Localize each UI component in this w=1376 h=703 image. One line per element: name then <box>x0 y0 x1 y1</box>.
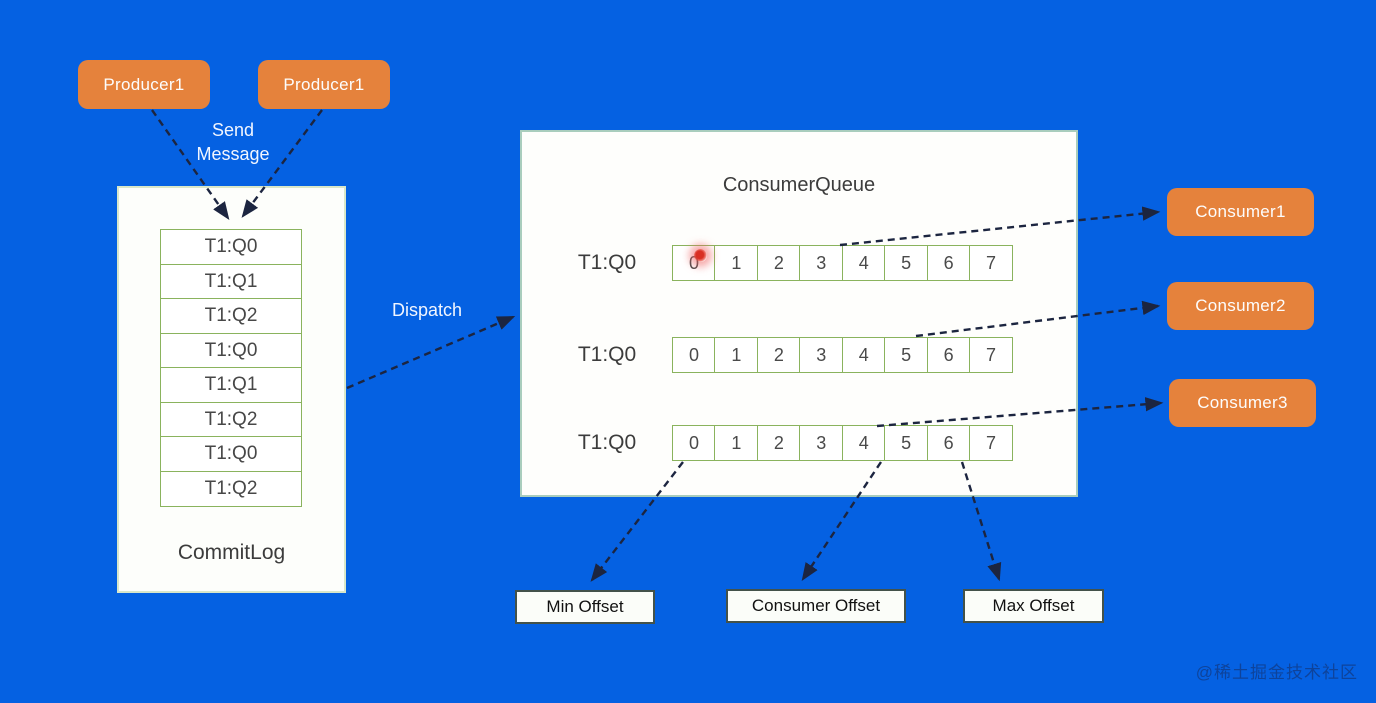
watermark: @稀土掘金技术社区 <box>1195 663 1358 682</box>
queue-cell: 0 <box>672 425 716 461</box>
send-message-line1: Send <box>211 120 255 140</box>
queue-cell: 7 <box>969 245 1013 281</box>
commitlog-entry: T1:Q1 <box>160 263 302 300</box>
queue-row-2: T1:Q0 0 1 2 3 4 5 6 7 <box>522 337 1076 373</box>
queue-cell: 1 <box>714 425 759 461</box>
commitlog-entry: T1:Q2 <box>160 298 302 334</box>
commitlog-entry: T1:Q1 <box>160 367 302 403</box>
queue-cell: 7 <box>969 337 1013 373</box>
consumer3-node: Consumer3 <box>1169 379 1316 427</box>
queue-row-1: T1:Q0 0 1 2 3 4 5 6 7 <box>522 245 1076 281</box>
consumer-queue-container: ConsumerQueue T1:Q0 0 1 2 3 4 5 6 7 T1:Q… <box>520 130 1078 497</box>
consumer2-node: Consumer2 <box>1167 282 1314 330</box>
queue-row-3: T1:Q0 0 1 2 3 4 5 6 7 <box>522 425 1076 461</box>
producer1-node: Producer1 <box>78 60 210 109</box>
queue-cell: 2 <box>756 245 801 281</box>
queue-cell: 1 <box>714 245 759 281</box>
queue-cell: 6 <box>926 245 971 281</box>
queue-cell: 2 <box>756 425 801 461</box>
commitlog-entry: T1:Q0 <box>160 332 302 369</box>
queue-cell: 1 <box>714 337 759 373</box>
queue-cells: 0 1 2 3 4 5 6 7 <box>672 425 1013 461</box>
queue-cell: 4 <box>841 337 886 373</box>
producer1b-node: Producer1 <box>258 60 390 109</box>
queue-cell: 3 <box>799 425 844 461</box>
commitlog-container: T1:Q0 T1:Q1 T1:Q2 T1:Q0 T1:Q1 T1:Q2 T1:Q… <box>117 186 346 593</box>
consumer1-node: Consumer1 <box>1167 188 1314 236</box>
send-message-line2: Message <box>196 144 270 164</box>
queue-cell: 6 <box>926 425 971 461</box>
queue-cell: 4 <box>841 425 886 461</box>
queue-cell: 0 <box>672 337 716 373</box>
queue-cell: 0 <box>672 245 716 281</box>
queue-cell: 3 <box>799 245 844 281</box>
commitlog-entry: T1:Q0 <box>160 436 302 472</box>
queue-cell: 6 <box>926 337 971 373</box>
consumer-queue-title: ConsumerQueue <box>722 174 876 196</box>
queue-cell: 5 <box>884 245 929 281</box>
queue-row-label: T1:Q0 <box>577 343 637 366</box>
min-offset-label: Min Offset <box>515 590 655 624</box>
queue-cell: 3 <box>799 337 844 373</box>
queue-cell: 5 <box>884 425 929 461</box>
dispatch-label: Dispatch <box>392 300 463 320</box>
queue-cells: 0 1 2 3 4 5 6 7 <box>672 337 1013 373</box>
commitlog-entry: T1:Q0 <box>160 229 302 265</box>
commitlog-entry-list: T1:Q0 T1:Q1 T1:Q2 T1:Q0 T1:Q1 T1:Q2 T1:Q… <box>160 229 302 507</box>
max-offset-label: Max Offset <box>963 589 1104 623</box>
queue-cell: 4 <box>841 245 886 281</box>
queue-row-label: T1:Q0 <box>577 431 637 454</box>
queue-cell: 5 <box>884 337 929 373</box>
arrow-dispatch-commitlog-to-consumerqueue <box>346 315 516 390</box>
laser-pointer-dot <box>694 249 707 262</box>
commitlog-entry: T1:Q2 <box>160 401 302 438</box>
send-message-label: Send Message <box>168 118 298 166</box>
commitlog-title: CommitLog <box>177 541 286 564</box>
consumer-offset-label: Consumer Offset <box>726 589 906 623</box>
queue-cell: 7 <box>969 425 1013 461</box>
queue-row-label: T1:Q0 <box>577 251 637 274</box>
queue-cell: 2 <box>756 337 801 373</box>
commitlog-entry: T1:Q2 <box>160 470 302 507</box>
queue-cells: 0 1 2 3 4 5 6 7 <box>672 245 1013 281</box>
